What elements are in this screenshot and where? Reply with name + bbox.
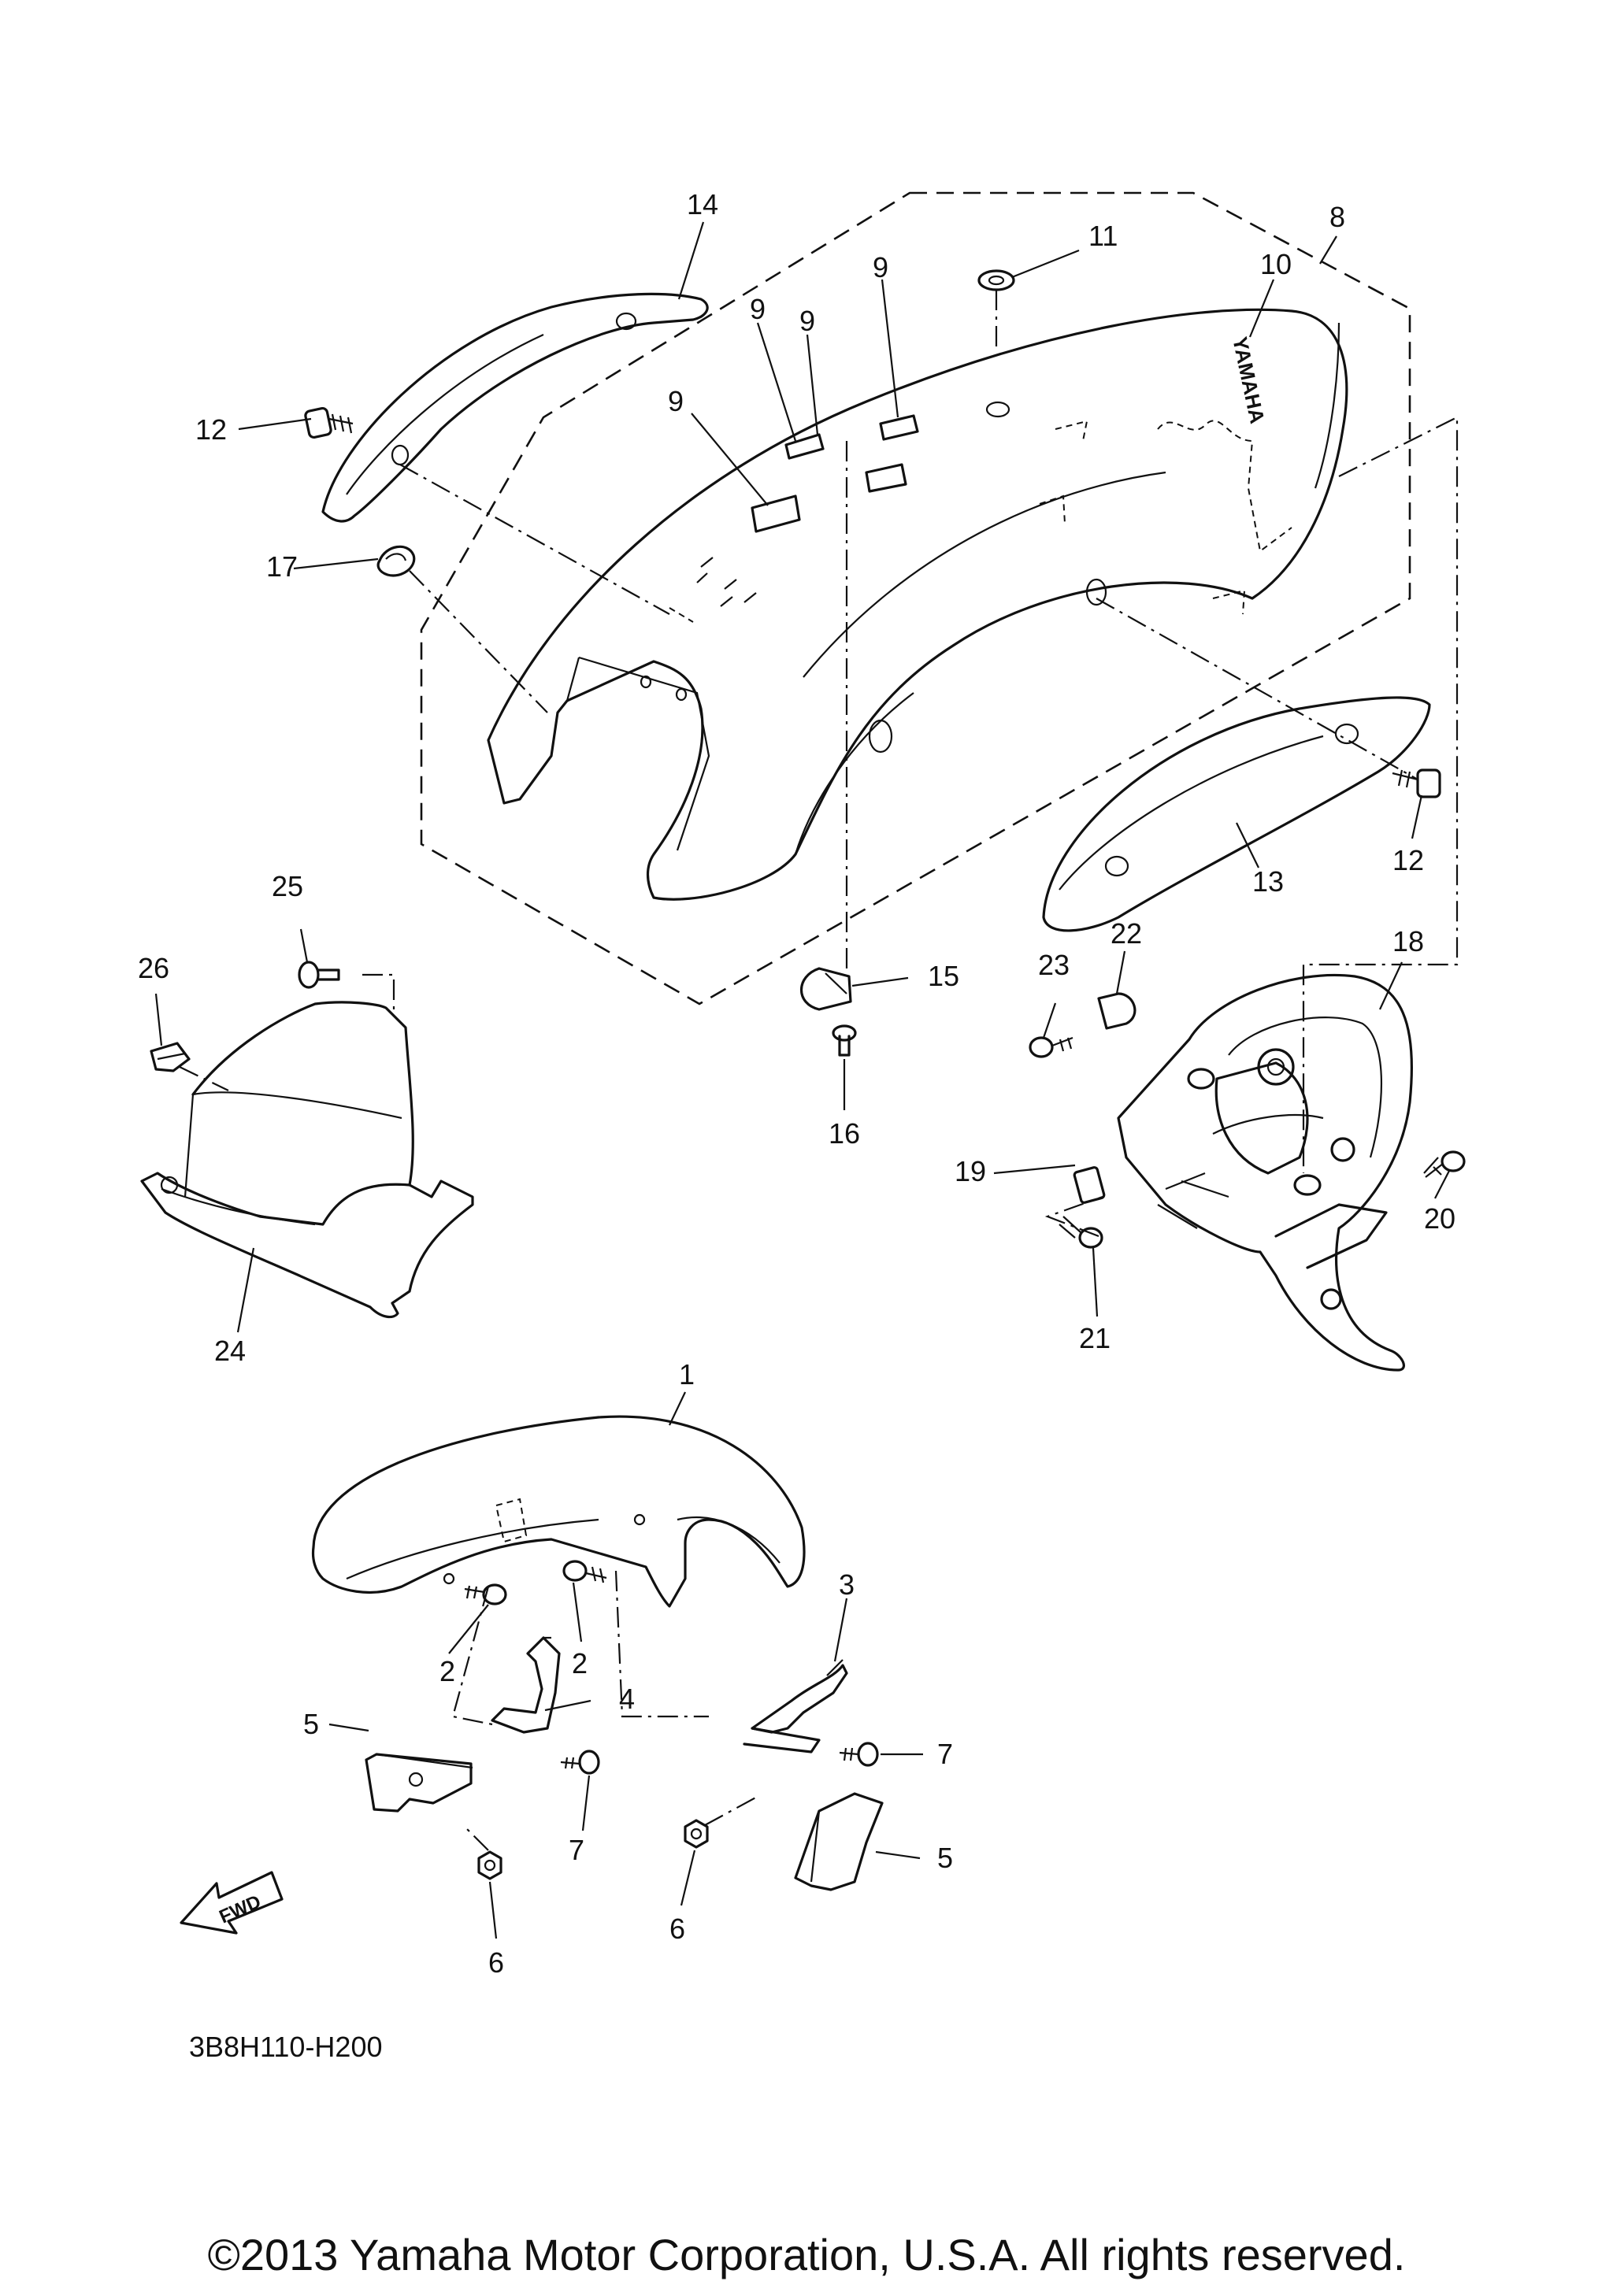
forward-direction-arrow: FWD [180, 1871, 284, 1935]
clip-part-19 [1073, 1166, 1106, 1204]
callout-9c: 9 [750, 293, 766, 325]
clamp-part-15 [799, 967, 852, 1011]
center-line-clip-17 [409, 570, 548, 713]
callout-12a: 12 [195, 413, 227, 446]
rear-fender-group-outline [420, 191, 1411, 1005]
callout-labels: 14 8 11 10 9 9 9 9 12 17 12 13 25 26 22 … [138, 188, 1455, 1979]
reflector-part-5-right [794, 1792, 884, 1891]
callout-17: 17 [266, 550, 298, 583]
bolt-part-7-left [560, 1750, 600, 1775]
callout-22: 22 [1111, 917, 1142, 950]
callout-25: 25 [272, 870, 303, 902]
mud-guard-part-24 [140, 1001, 474, 1319]
center-line-taillight [1302, 416, 1459, 1173]
taillight-bracket-part-18 [1029, 973, 1466, 1372]
callout-leaders [154, 221, 1450, 1939]
rivet-part-25 [298, 961, 340, 989]
bracket-part-4 [491, 1636, 561, 1734]
center-line-bracket [1044, 1195, 1103, 1238]
callout-11: 11 [1088, 220, 1118, 252]
callout-2b: 2 [572, 1647, 588, 1679]
bolt-part-12-left [304, 406, 354, 439]
nut-part-6-right [684, 1819, 709, 1849]
bolt-part-2-center [562, 1560, 607, 1583]
callout-16: 16 [829, 1117, 860, 1150]
callout-12b: 12 [1392, 844, 1424, 876]
screw-part-23 [1029, 1036, 1073, 1058]
callout-4: 4 [619, 1683, 635, 1715]
clip-part-17 [376, 545, 416, 577]
center-line-front-right [614, 1570, 709, 1718]
center-line-nut-right [704, 1794, 761, 1826]
center-line-rail-14 [399, 464, 670, 615]
diagram-code: 3B8H110-H200 [189, 2031, 383, 2063]
callout-8: 8 [1329, 201, 1345, 233]
callout-3: 3 [839, 1568, 855, 1601]
center-line-nut-left [464, 1826, 489, 1851]
clamp-part-22 [1097, 992, 1137, 1030]
side-rail-part-13 [1042, 696, 1431, 932]
callout-9b: 9 [799, 305, 815, 337]
center-line-rivet [179, 1066, 229, 1091]
callout-5b: 5 [937, 1842, 953, 1874]
callout-1: 1 [679, 1358, 695, 1391]
screw-part-21 [1059, 1216, 1103, 1249]
nut-part-6-left [477, 1850, 502, 1880]
callout-9a: 9 [873, 251, 888, 283]
bolt-part-12-right [1392, 768, 1441, 798]
rear-fender-part-8: YAMAHA [487, 308, 1348, 901]
clip-nut-part-26 [150, 1042, 191, 1072]
callout-15: 15 [928, 960, 959, 992]
callout-20: 20 [1424, 1202, 1455, 1235]
fender-brand-lettering: YAMAHA [1228, 335, 1270, 426]
callout-13: 13 [1252, 865, 1284, 898]
screw-part-16 [832, 1024, 857, 1057]
callout-23: 23 [1038, 949, 1070, 981]
decal-part-9 [751, 414, 919, 533]
callout-18: 18 [1392, 925, 1424, 957]
callout-26: 26 [138, 952, 169, 984]
callout-9d: 9 [668, 385, 684, 417]
bolt-part-7-right [839, 1742, 879, 1767]
front-fender-part-1 [311, 1415, 806, 1608]
callout-7a: 7 [569, 1834, 584, 1866]
center-line-mudguard [362, 973, 395, 1016]
callout-21: 21 [1079, 1322, 1111, 1354]
copyright-notice: ©2013 Yamaha Motor Corporation, U.S.A. A… [207, 2230, 1406, 2279]
callout-5a: 5 [303, 1708, 319, 1740]
bolt-part-20 [1423, 1150, 1466, 1178]
side-rail-part-14 [321, 292, 709, 523]
reflector-part-5-left [365, 1753, 473, 1813]
callout-7b: 7 [937, 1738, 953, 1770]
callout-6b: 6 [669, 1913, 685, 1945]
callout-24: 24 [214, 1335, 246, 1367]
bolt-part-2-left [464, 1583, 507, 1605]
center-line-rail-13 [1096, 598, 1418, 780]
callout-2a: 2 [439, 1655, 455, 1687]
callout-10: 10 [1260, 248, 1292, 280]
callout-19: 19 [955, 1155, 986, 1187]
grommet-part-11 [977, 269, 1015, 291]
bracket-part-3 [743, 1659, 848, 1753]
callout-14: 14 [687, 188, 718, 220]
center-line-front-left [451, 1586, 493, 1726]
callout-6a: 6 [488, 1946, 504, 1979]
